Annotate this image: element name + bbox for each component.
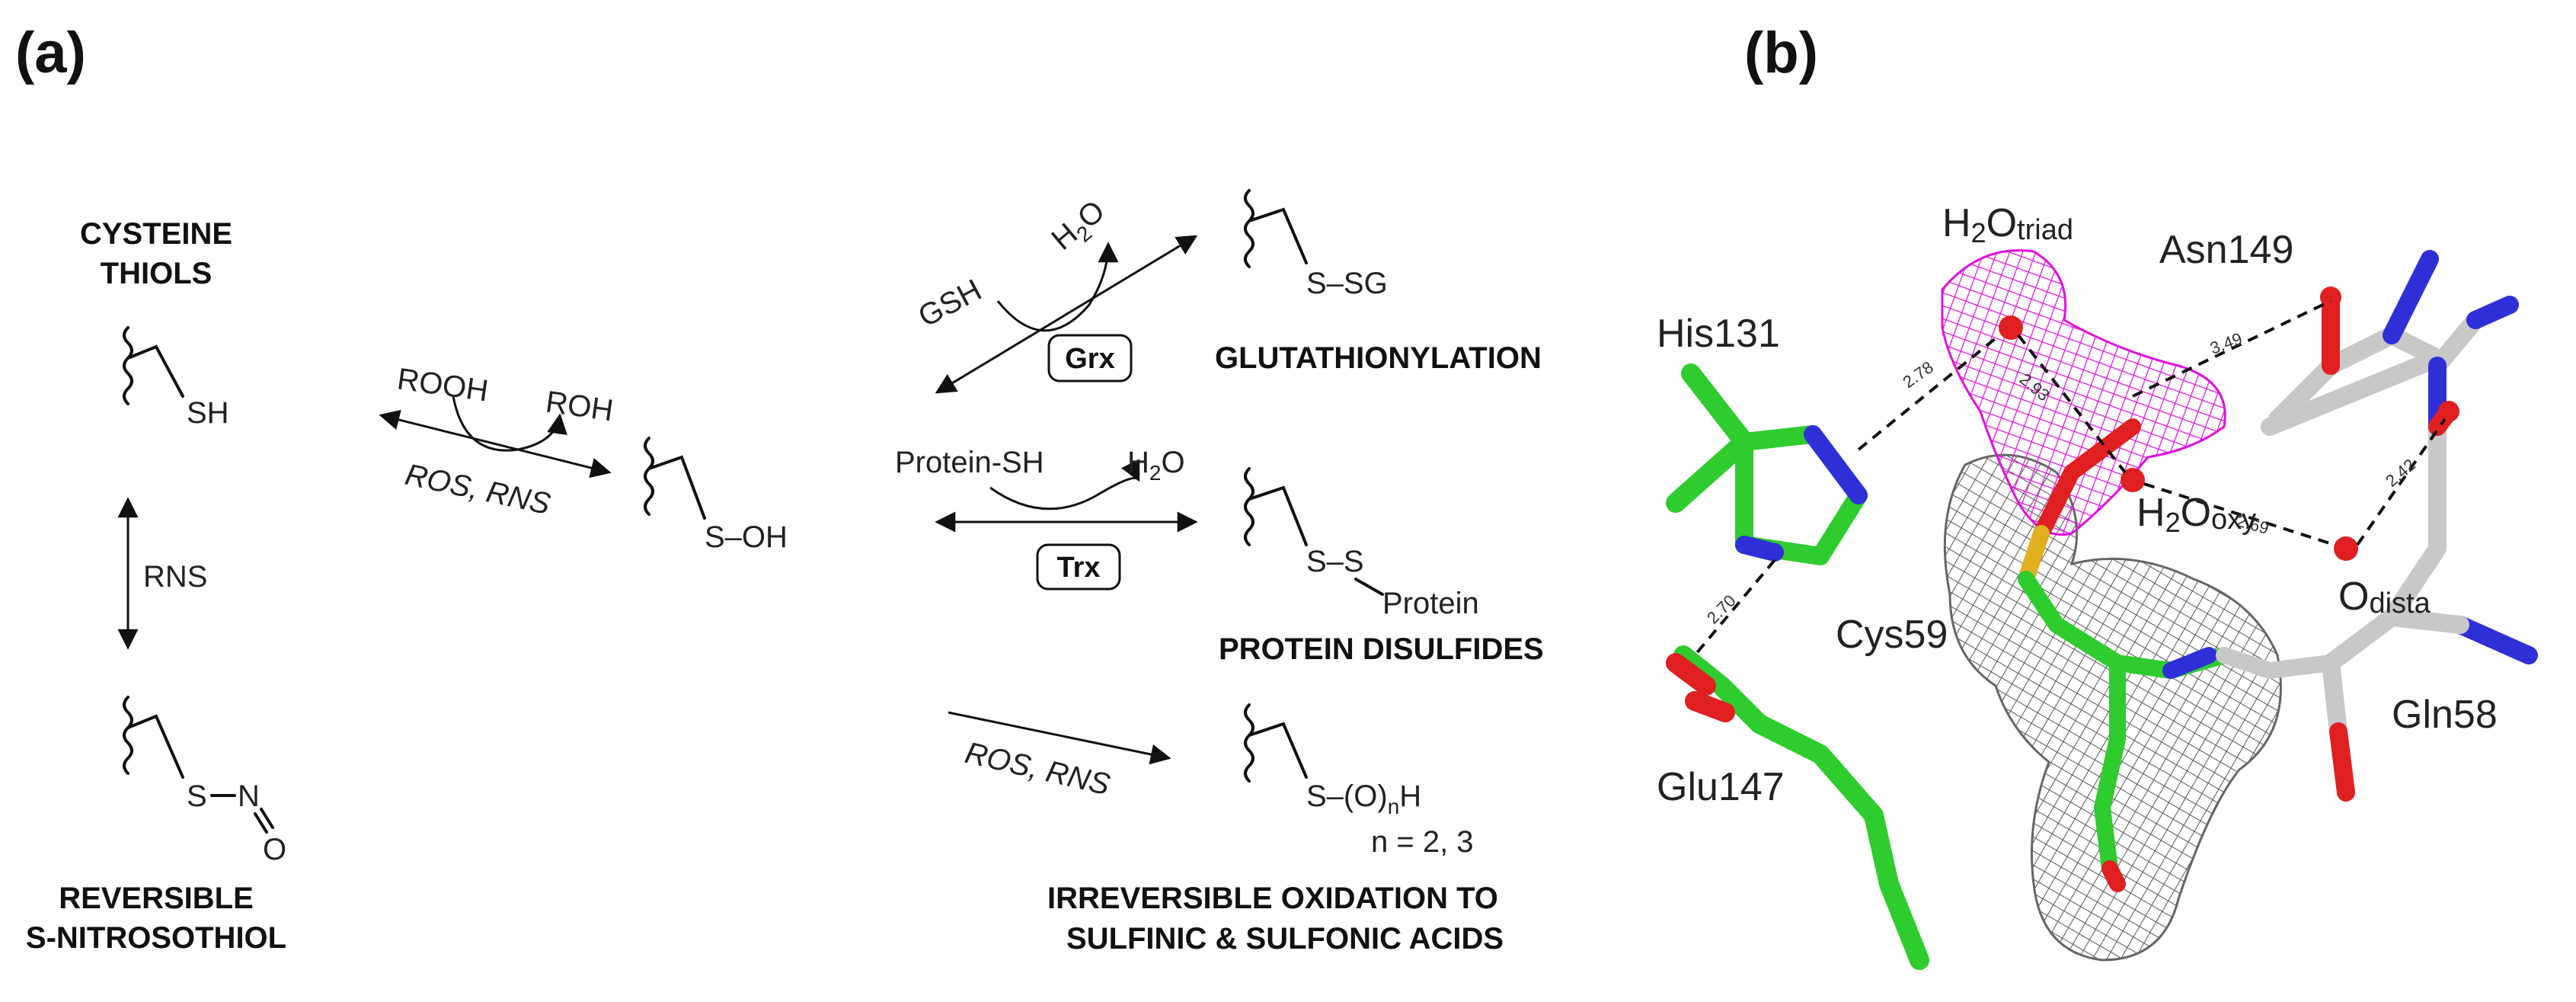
wavy-bond: [123, 696, 133, 775]
distance-2-70: 2.70: [1703, 591, 1740, 628]
roh-label: ROH: [544, 385, 615, 427]
cysteine-title-1: CYSTEINE: [80, 217, 232, 251]
asn-oxygen: [2320, 287, 2341, 308]
glutathione-group: S–SG: [1306, 267, 1388, 300]
gln-oxygen: [2438, 401, 2459, 422]
wavy-bond: [123, 326, 133, 405]
water-distal: [2334, 536, 2358, 561]
grx-label: Grx: [1065, 343, 1114, 375]
cys59-residue: [2018, 418, 2339, 892]
protein-sh-curve: [989, 459, 1140, 511]
ros-rns-arrow: [948, 711, 1171, 765]
so-chain: [1248, 722, 1308, 779]
panel-a-label: (a): [15, 21, 86, 85]
protein-sh-label: Protein-SH: [895, 446, 1044, 479]
sulfinic-group: S–(O)nH: [1306, 780, 1421, 818]
nitroso-o: O: [263, 833, 286, 866]
water-oxy-label: H2Ooxy: [2137, 491, 2256, 538]
wavy-bond: [644, 437, 654, 516]
grx-h2o-label: H2O: [1046, 194, 1115, 261]
glutathionylation: GSH H2O Grx S–SG GLUTATHIONYLATION: [913, 189, 1542, 394]
protein-label: Protein: [1382, 587, 1479, 620]
ros-rns-label: ROS, RNS: [402, 458, 554, 521]
trx-label: Trx: [1056, 552, 1100, 584]
irreversible-title-2: SULFINIC & SULFONIC ACIDS: [1066, 922, 1504, 956]
cysteine-title-2: THIOLS: [101, 257, 213, 290]
ros-double-arrow: [379, 409, 612, 479]
grx-arrow: [935, 235, 1198, 394]
distance-3-49: 3.49: [2207, 329, 2245, 358]
protein-disulfides-title: PROTEIN DISULFIDES: [1219, 632, 1544, 666]
rns-label: RNS: [143, 560, 207, 594]
glu147-residue: [1666, 645, 1929, 970]
asn149-label: Asn149: [2159, 228, 2293, 272]
oxidation-step: ROOH ROH ROS, RNS: [379, 362, 615, 521]
glutathionylation-title: GLUTATHIONYLATION: [1215, 341, 1542, 375]
cys59-label: Cys59: [1836, 613, 1948, 657]
s-protein-bond: [1354, 578, 1384, 596]
panel-b-label: (b): [1744, 21, 1818, 85]
disulfide-group: S–S: [1306, 545, 1364, 578]
grx-box: [1047, 334, 1133, 383]
panel-a: (a) CYSTEINE THIOLS SH RNS S N O REVERSI…: [15, 21, 1544, 956]
sulfenic-group: S–OH: [705, 520, 788, 554]
soh-chain: [647, 455, 706, 520]
wavy-bond: [1244, 703, 1254, 783]
protein-disulfide: Protein-SH H2O Trx S–S Protein PROTEIN D…: [895, 446, 1544, 666]
gln58-label: Gln58: [2392, 693, 2498, 737]
nitroso-n: N: [238, 780, 260, 813]
irr-ros-rns-label: ROS, RNS: [962, 736, 1114, 802]
gsh-curve: [996, 242, 1119, 332]
gsh-label: GSH: [913, 273, 987, 334]
water-triad: [1999, 315, 2023, 340]
water-oxy: [2121, 468, 2145, 492]
water-distal-label: Odista: [2338, 575, 2431, 619]
rooh-label: ROOH: [395, 362, 491, 408]
sulfenic-acid: S–OH: [644, 437, 788, 554]
irreversible-oxidation: ROS, RNS S–(O)nH n = 2, 3 IRREVERSIBLE O…: [948, 703, 1504, 956]
nitroso-s: S: [187, 780, 207, 813]
distance-2-78: 2.78: [1900, 357, 1937, 392]
glu147-label: Glu147: [1657, 765, 1785, 809]
water-triad-label: H2Otriad: [1942, 201, 2073, 248]
n-o-bond: [254, 812, 268, 834]
no-chain: [126, 714, 184, 779]
panel-b: (b): [1657, 21, 2538, 970]
nitrosothiol-title-1: REVERSIBLE: [59, 882, 254, 915]
nitrosothiol-title-2: S-NITROSOTHIOL: [26, 921, 286, 955]
irreversible-title-1: IRREVERSIBLE OXIDATION TO: [1047, 882, 1498, 915]
wavy-bond: [1244, 467, 1254, 546]
wavy-bond: [1244, 189, 1254, 268]
nitrosothiol: S N O REVERSIBLE S-NITROSOTHIOL: [26, 696, 286, 955]
cysteine-thiol: CYSTEINE THIOLS SH: [80, 217, 232, 430]
cys-chain: [126, 344, 184, 398]
asn149-residue: [2261, 250, 2447, 436]
his131-residue: [1666, 363, 1868, 565]
trx-box: [1036, 543, 1121, 591]
n-o-bond-2: [260, 808, 274, 829]
rooh-curve: [452, 395, 567, 452]
ssg-chain: [1248, 207, 1308, 264]
his131-label: His131: [1657, 312, 1780, 356]
n-values: n = 2, 3: [1371, 825, 1474, 859]
thiol-group: SH: [187, 396, 229, 430]
hbond-lines: [1693, 299, 2447, 657]
ss-chain: [1248, 485, 1308, 546]
trx-h2o-label: H2O: [1127, 446, 1185, 485]
